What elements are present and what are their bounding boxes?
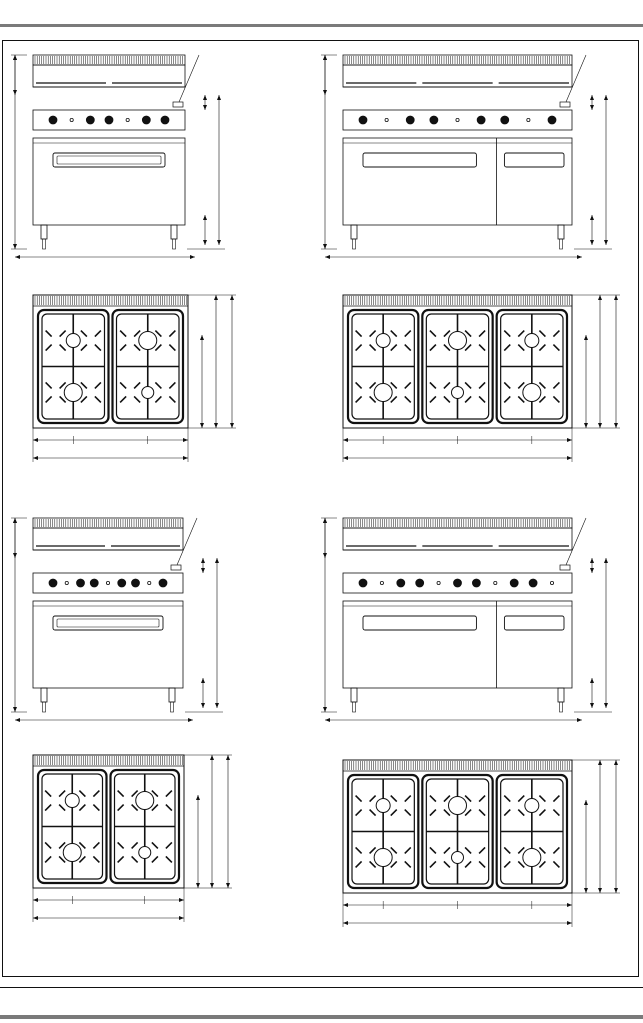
- front-view-model-a: [11, 55, 225, 259]
- dimensions-plan-model-d: [343, 760, 620, 927]
- dimensions-plan-model-c: [33, 755, 232, 922]
- plan-view-model-b: [343, 295, 620, 462]
- dimensions-front-model-a: [11, 55, 225, 259]
- plan-view-model-d: [343, 760, 620, 927]
- front-view-model-b: [321, 55, 612, 259]
- dimensions-plan-model-a: [33, 295, 236, 462]
- front-view-model-d: [321, 518, 612, 722]
- dimensions-plan-model-b: [343, 295, 620, 462]
- dimensions-front-model-c: [11, 518, 223, 722]
- dimensions-front-model-b: [321, 55, 612, 259]
- plan-view-model-c: [33, 755, 232, 922]
- front-view-model-c: [11, 518, 223, 722]
- dimensions-front-model-d: [321, 518, 612, 722]
- plan-view-model-a: [33, 295, 236, 462]
